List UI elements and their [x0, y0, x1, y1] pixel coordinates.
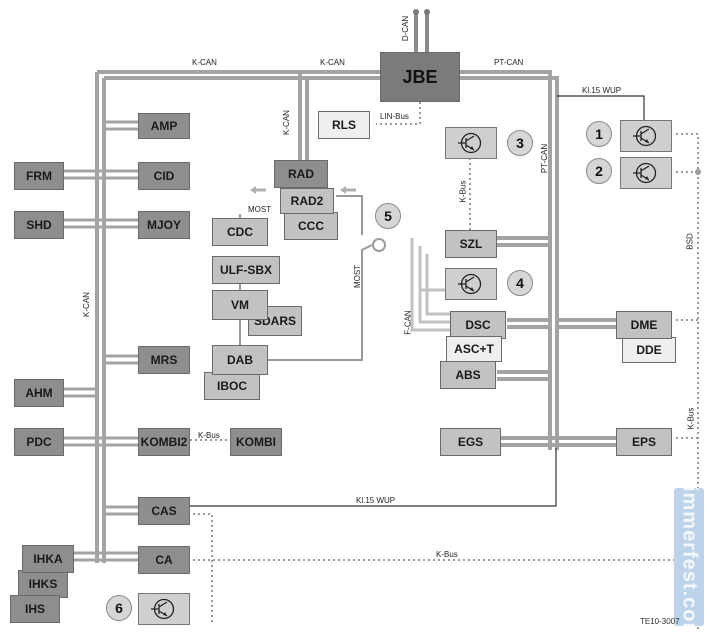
marker-3: 3 — [507, 130, 533, 156]
dme-module[interactable]: DME — [616, 311, 672, 339]
k-can-stubs — [62, 120, 138, 562]
pdc-module[interactable]: PDC — [14, 428, 64, 456]
rad-module[interactable]: RAD — [274, 160, 328, 188]
label-kl15-wup-top: Kl.15 WUP — [582, 86, 622, 95]
jbe-module[interactable]: JBE — [380, 52, 460, 102]
transistor-icon — [458, 132, 482, 154]
marker-1: 1 — [586, 121, 612, 147]
cas-module[interactable]: CAS — [138, 497, 190, 525]
ihs-module[interactable]: IHS — [10, 595, 60, 623]
sensor-6[interactable] — [138, 593, 190, 625]
ulf-sbx-module[interactable]: ULF-SBX — [212, 256, 280, 284]
label-pt-can-vert: PT-CAN — [540, 143, 550, 174]
cid-module[interactable]: CID — [138, 162, 190, 190]
frm-module[interactable]: FRM — [14, 162, 64, 190]
shd-module[interactable]: SHD — [14, 211, 64, 239]
label-k-bus-kombi: K-Bus — [198, 431, 220, 440]
label-lin-bus: LIN-Bus — [380, 112, 409, 121]
d-can-line — [414, 12, 429, 52]
asc-t-module[interactable]: ASC+T — [446, 336, 502, 362]
label-k-bus-bottom: K-Bus — [436, 550, 458, 559]
label-k-bus-right: K-Bus — [686, 407, 696, 430]
ihks-module[interactable]: IHKS — [18, 570, 68, 598]
ccc-module[interactable]: CCC — [284, 212, 338, 240]
kl15-wup-lines — [177, 95, 645, 507]
label-k-bus-sensor3: K-Bus — [458, 180, 468, 203]
label-k-can-vert-left: K-CAN — [81, 292, 91, 317]
reference-code: TE10-3007 — [640, 617, 680, 626]
dab-module[interactable]: DAB — [212, 345, 268, 375]
ca-module[interactable]: CA — [138, 546, 190, 574]
dde-module[interactable]: DDE — [622, 337, 676, 363]
sensor-1[interactable] — [620, 120, 672, 152]
transistor-icon — [633, 162, 657, 184]
szl-module[interactable]: SZL — [445, 230, 497, 258]
sensor-4[interactable] — [445, 268, 497, 300]
marker-2: 2 — [586, 158, 612, 184]
marker-4: 4 — [507, 270, 533, 296]
label-d-can: D-CAN — [401, 15, 411, 42]
label-k-can-rad: K-CAN — [281, 110, 291, 135]
ihka-module[interactable]: IHKA — [22, 545, 74, 573]
egs-module[interactable]: EGS — [440, 428, 501, 456]
rls-module[interactable]: RLS — [318, 111, 370, 139]
sensor-3[interactable] — [445, 127, 497, 159]
label-k-can-left: K-CAN — [192, 58, 217, 67]
label-f-can: F-CAN — [403, 310, 413, 335]
ahm-module[interactable]: AHM — [14, 379, 64, 407]
label-bsd: BSD — [685, 233, 695, 250]
kombi-module[interactable]: KOMBI — [230, 428, 282, 456]
watermark: bimmerfest.com — [674, 488, 704, 626]
rad2-module[interactable]: RAD2 — [280, 188, 334, 214]
sensor-2[interactable] — [620, 157, 672, 189]
marker-6: 6 — [106, 595, 132, 621]
transistor-icon — [151, 598, 175, 620]
f-can-bus — [410, 238, 450, 332]
abs-module[interactable]: ABS — [440, 361, 496, 389]
label-most-vert: MOST — [353, 264, 363, 289]
eps-module[interactable]: EPS — [616, 428, 672, 456]
cdc-module[interactable]: CDC — [212, 218, 268, 246]
marker-5: 5 — [375, 203, 401, 229]
transistor-icon — [633, 125, 657, 147]
pt-can-bus — [460, 70, 616, 450]
label-pt-can-top: PT-CAN — [494, 58, 524, 67]
k-can-bus — [95, 70, 380, 563]
label-k-can-mid: K-CAN — [320, 58, 345, 67]
mrs-module[interactable]: MRS — [138, 346, 190, 374]
label-kl15-wup-bottom: Kl.15 WUP — [356, 496, 396, 505]
label-most-top: MOST — [248, 205, 272, 214]
mjoy-module[interactable]: MJOY — [138, 211, 190, 239]
dsc-module[interactable]: DSC — [450, 311, 506, 339]
vm-module[interactable]: VM — [212, 290, 268, 320]
amp-module[interactable]: AMP — [138, 113, 190, 139]
kombi2-module[interactable]: KOMBI2 — [138, 428, 190, 456]
transistor-icon — [458, 273, 482, 295]
iboc-module[interactable]: IBOC — [204, 372, 260, 400]
